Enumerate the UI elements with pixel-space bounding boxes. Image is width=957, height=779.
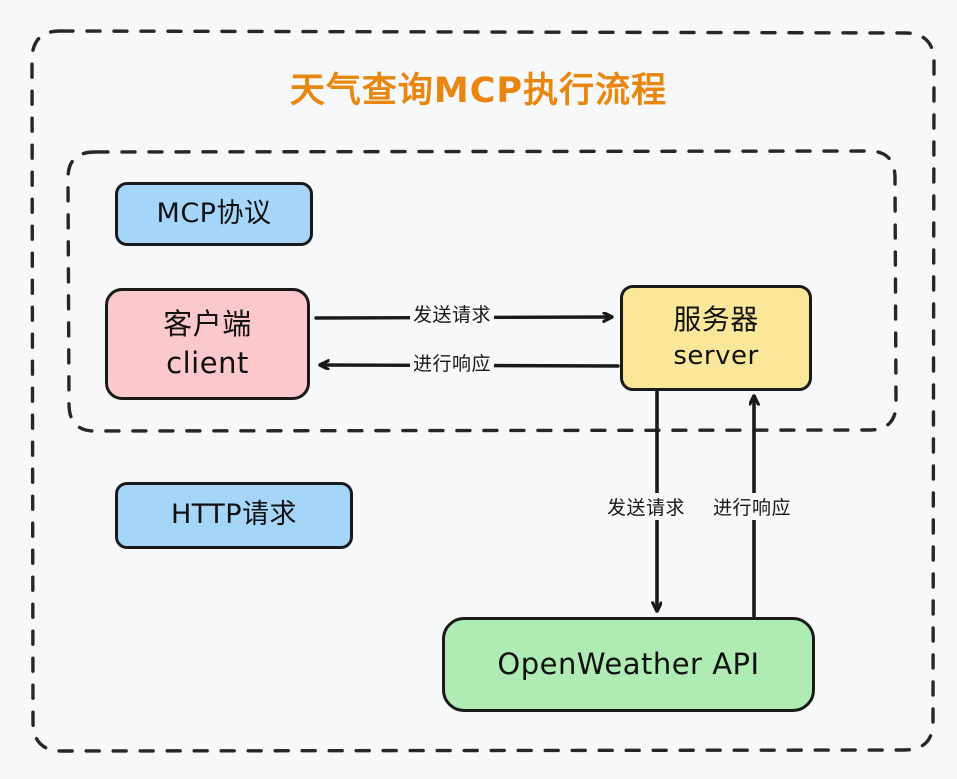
node-mcp-protocol-label: MCP协议 xyxy=(156,197,272,229)
edge-label-server-to-client: 进行响应 xyxy=(410,349,495,376)
edge-label-server-to-api: 发送请求 xyxy=(604,493,689,520)
diagram-title: 天气查询MCP执行流程 xyxy=(289,71,668,111)
node-client-label-en: client xyxy=(166,346,249,380)
node-server[interactable]: 服务器 server xyxy=(620,285,812,391)
mcp-protocol-boundary-group xyxy=(66,149,898,433)
node-client[interactable]: 客户端 client xyxy=(105,288,310,400)
edge-label-client-to-server: 发送请求 xyxy=(410,300,495,327)
node-client-label-cn: 客户端 xyxy=(163,306,252,341)
outer-boundary-group xyxy=(30,29,936,753)
node-mcp-protocol[interactable]: MCP协议 xyxy=(115,182,313,246)
node-server-label-cn: 服务器 xyxy=(673,303,759,337)
node-openweather-api-label: OpenWeather API xyxy=(497,646,760,681)
node-server-label-en: server xyxy=(673,341,759,372)
edge-label-api-to-server: 进行响应 xyxy=(710,493,795,520)
node-openweather-api[interactable]: OpenWeather API xyxy=(442,617,815,712)
node-http-request-label: HTTP请求 xyxy=(170,499,298,531)
node-http-request[interactable]: HTTP请求 xyxy=(115,482,353,549)
